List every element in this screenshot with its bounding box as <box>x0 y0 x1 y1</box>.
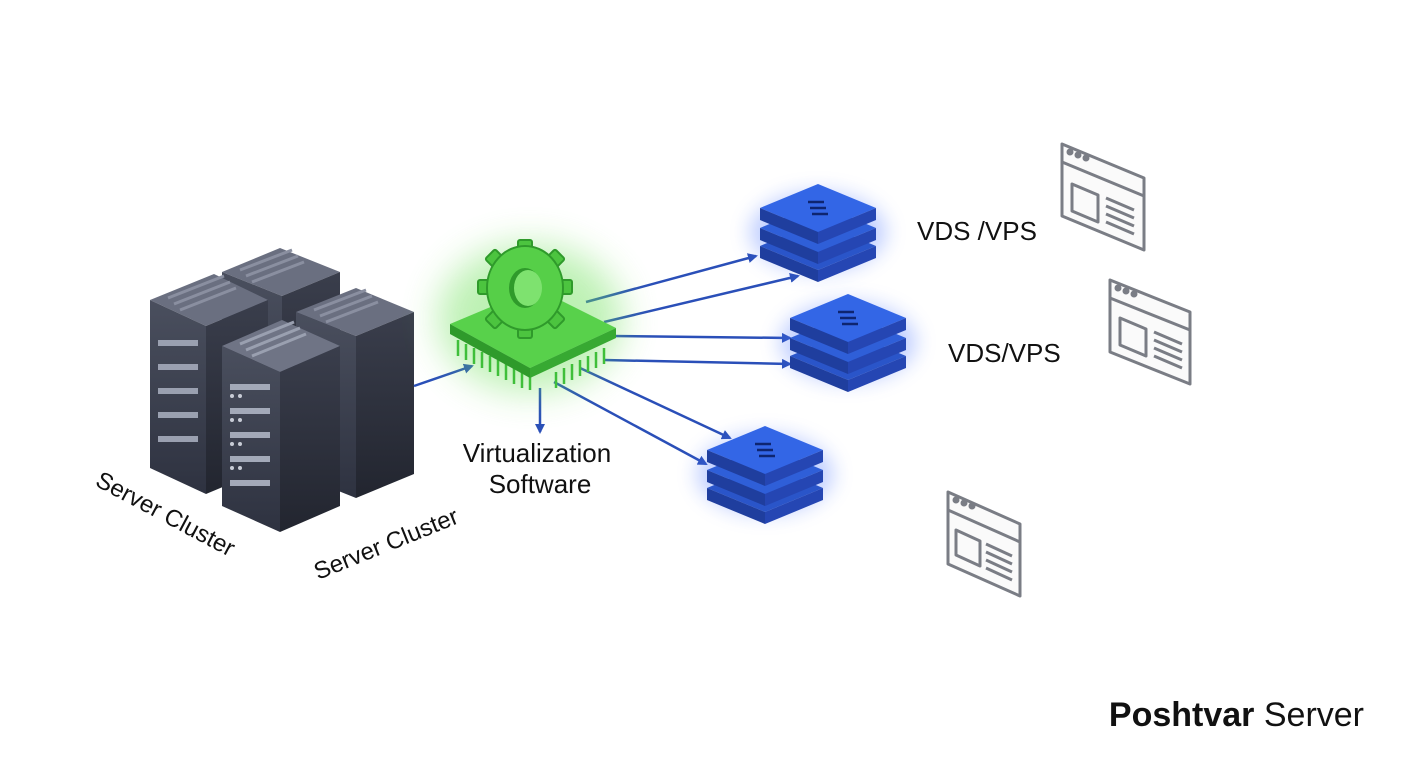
browser-window-icon <box>1108 278 1192 386</box>
brand-space <box>1254 696 1263 734</box>
arrow-chip-to-vm-3b <box>553 380 708 466</box>
gear-icon <box>477 239 573 339</box>
virtualization-label-line1: Virtualization <box>463 438 611 468</box>
vds-vps-label-top: VDS /VPS <box>917 216 1037 246</box>
menu-lines-icon <box>755 442 775 458</box>
server-cluster <box>150 248 414 532</box>
arrow-chip-to-vm-1b <box>603 272 800 324</box>
menu-lines-icon <box>808 200 828 216</box>
arrow-servers-to-chip <box>413 363 474 388</box>
arrow-chip-to-vm-2a <box>611 332 792 343</box>
vds-vps-label-middle: VDS/VPS <box>948 338 1061 368</box>
arrow-chip-to-vm-3a <box>579 366 732 440</box>
brand-strong: Poshtvar <box>1109 696 1255 734</box>
virtualization-label-line2: Software <box>489 469 592 499</box>
server-rack-icon <box>222 320 340 532</box>
menu-lines-icon <box>838 310 858 326</box>
brand-wordmark: Poshtvar Server <box>1109 696 1364 734</box>
browser-window-icon <box>946 490 1022 598</box>
virtualization-chip <box>438 239 622 392</box>
arrow-chip-to-vm-2b <box>603 358 792 369</box>
connection-arrows <box>413 253 800 466</box>
browser-window-icon <box>1060 142 1146 252</box>
vm-stack-2 <box>780 294 916 392</box>
vm-stack-3 <box>697 426 833 524</box>
brand-light: Server <box>1264 696 1364 734</box>
server-cluster-label-right: Server Cluster <box>310 503 462 585</box>
vm-stack-1 <box>750 184 886 282</box>
